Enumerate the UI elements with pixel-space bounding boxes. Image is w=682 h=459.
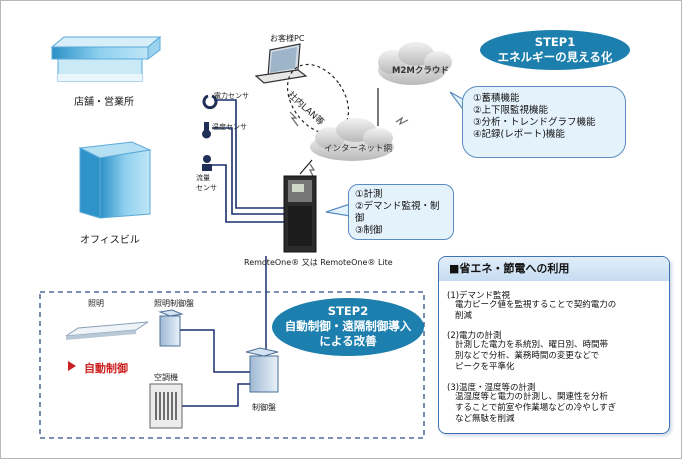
step2-subtitle: 自動制御・遠隔制御導入 — [284, 319, 412, 333]
store-label: 店舗・営業所 — [74, 97, 134, 108]
power-sensor-label: 電力センサ — [214, 92, 249, 100]
step2-subtitle-2: による改善 — [319, 334, 377, 348]
device-network-line — [299, 159, 313, 175]
info-item-title: (3)温度・湿度等の計測 — [447, 383, 536, 393]
cloud-function-item: ①蓄積機能 — [473, 93, 520, 104]
info-item-body: 別などで分析、業務時間の変更などで — [455, 351, 600, 361]
info-item-title: (2)電力の計測 — [447, 331, 502, 341]
device-function-item: ①計測 — [355, 189, 383, 200]
office-label: オフィスビル — [80, 235, 140, 246]
cloud-function-item: ④記録(レポート)機能 — [473, 129, 565, 140]
energy-saving-title: ■省エネ・節電への利用 — [439, 257, 669, 281]
info-item-body: 削減 — [455, 311, 473, 321]
device-function-item: ②デマンド監視・制御 — [355, 201, 440, 224]
device-functions-bubble: ①計測 ②デマンド監視・制御 ③制御 — [348, 184, 454, 240]
device-function-item: ③制御 — [355, 225, 383, 236]
energy-saving-panel: ■省エネ・節電への利用 (1)デマンド監視 電力ピーク値を監視することで契約電力… — [438, 256, 670, 434]
aircon-unit-icon — [149, 383, 183, 429]
auto-control-arrow-icon — [68, 361, 76, 371]
cloud-functions-bubble: ①蓄積機能 ②上下限監視機能 ③分析・トレンドグラフ機能 ④記録(レポート)機能 — [462, 86, 626, 158]
link-bolt-icon — [395, 116, 409, 126]
auto-control-label: 自動制御 — [84, 362, 128, 375]
info-item-body: 電力ピーク値を監視することで契約電力の — [455, 300, 617, 310]
lighting-fixture-icon — [65, 321, 149, 340]
info-item-body: ピークを平準化 — [455, 362, 515, 372]
flow-sensor-label-1: 流量 — [196, 174, 210, 182]
internet-cloud-icon — [310, 118, 394, 161]
step2-badge: STEP2 自動制御・遠隔制御導入 による改善 — [272, 298, 424, 356]
m2m-cloud-label: M2Mクラウド — [392, 66, 449, 76]
cloud-function-item: ③分析・トレンドグラフ機能 — [473, 117, 596, 128]
remoteone-device-icon — [283, 175, 317, 253]
m2m-cloud-icon — [378, 42, 452, 85]
device-bubble-tail — [325, 203, 351, 217]
control-panel-label: 制御盤 — [252, 403, 276, 412]
customer-pc-label: お客様PC — [270, 34, 305, 43]
info-item-title: (1)デマンド監視 — [447, 291, 511, 301]
lighting-panel-label: 照明制御盤 — [154, 299, 194, 308]
store-building-icon — [50, 35, 162, 82]
info-item-body: 計測した電力を系統別、曜日別、時間帯 — [455, 340, 609, 350]
flow-sensor-icon — [202, 155, 212, 171]
step1-title: STEP1 — [534, 35, 576, 49]
info-item-body: など無駄を削減 — [455, 414, 515, 424]
step1-subtitle: エネルギーの見える化 — [497, 50, 613, 64]
customer-pc-icon — [254, 43, 308, 84]
info-item-body: することで前室や作業場などの冷やしすぎ — [455, 403, 617, 413]
temp-sensor-label: 温度センサ — [212, 123, 247, 131]
control-wires — [180, 329, 250, 407]
device-caption: RemoteOne® 又は RemoteOne® Lite — [244, 258, 393, 267]
flow-sensor-label-2: センサ — [196, 184, 217, 192]
control-area-frame — [39, 291, 425, 439]
cloud-function-item: ②上下限監視機能 — [473, 105, 549, 116]
link-bolt-icon — [289, 111, 299, 127]
lighting-label: 照明 — [88, 299, 104, 308]
lighting-panel-icon — [158, 309, 184, 347]
aircon-label: 空調機 — [154, 373, 178, 382]
office-building-icon — [78, 141, 152, 219]
temp-sensor-icon — [202, 122, 211, 139]
step2-title: STEP2 — [327, 304, 369, 318]
control-panel-icon — [245, 347, 279, 393]
link-bolt-icon — [309, 163, 316, 179]
internet-cloud-label: インターネット網 — [324, 144, 393, 154]
power-sensor-icon — [202, 94, 218, 110]
sensor-wires — [212, 99, 284, 223]
step1-badge: STEP1 エネルギーの見える化 — [480, 30, 630, 70]
info-item-body: 温湿度等と電力の計測し、関連性を分析 — [455, 392, 609, 402]
